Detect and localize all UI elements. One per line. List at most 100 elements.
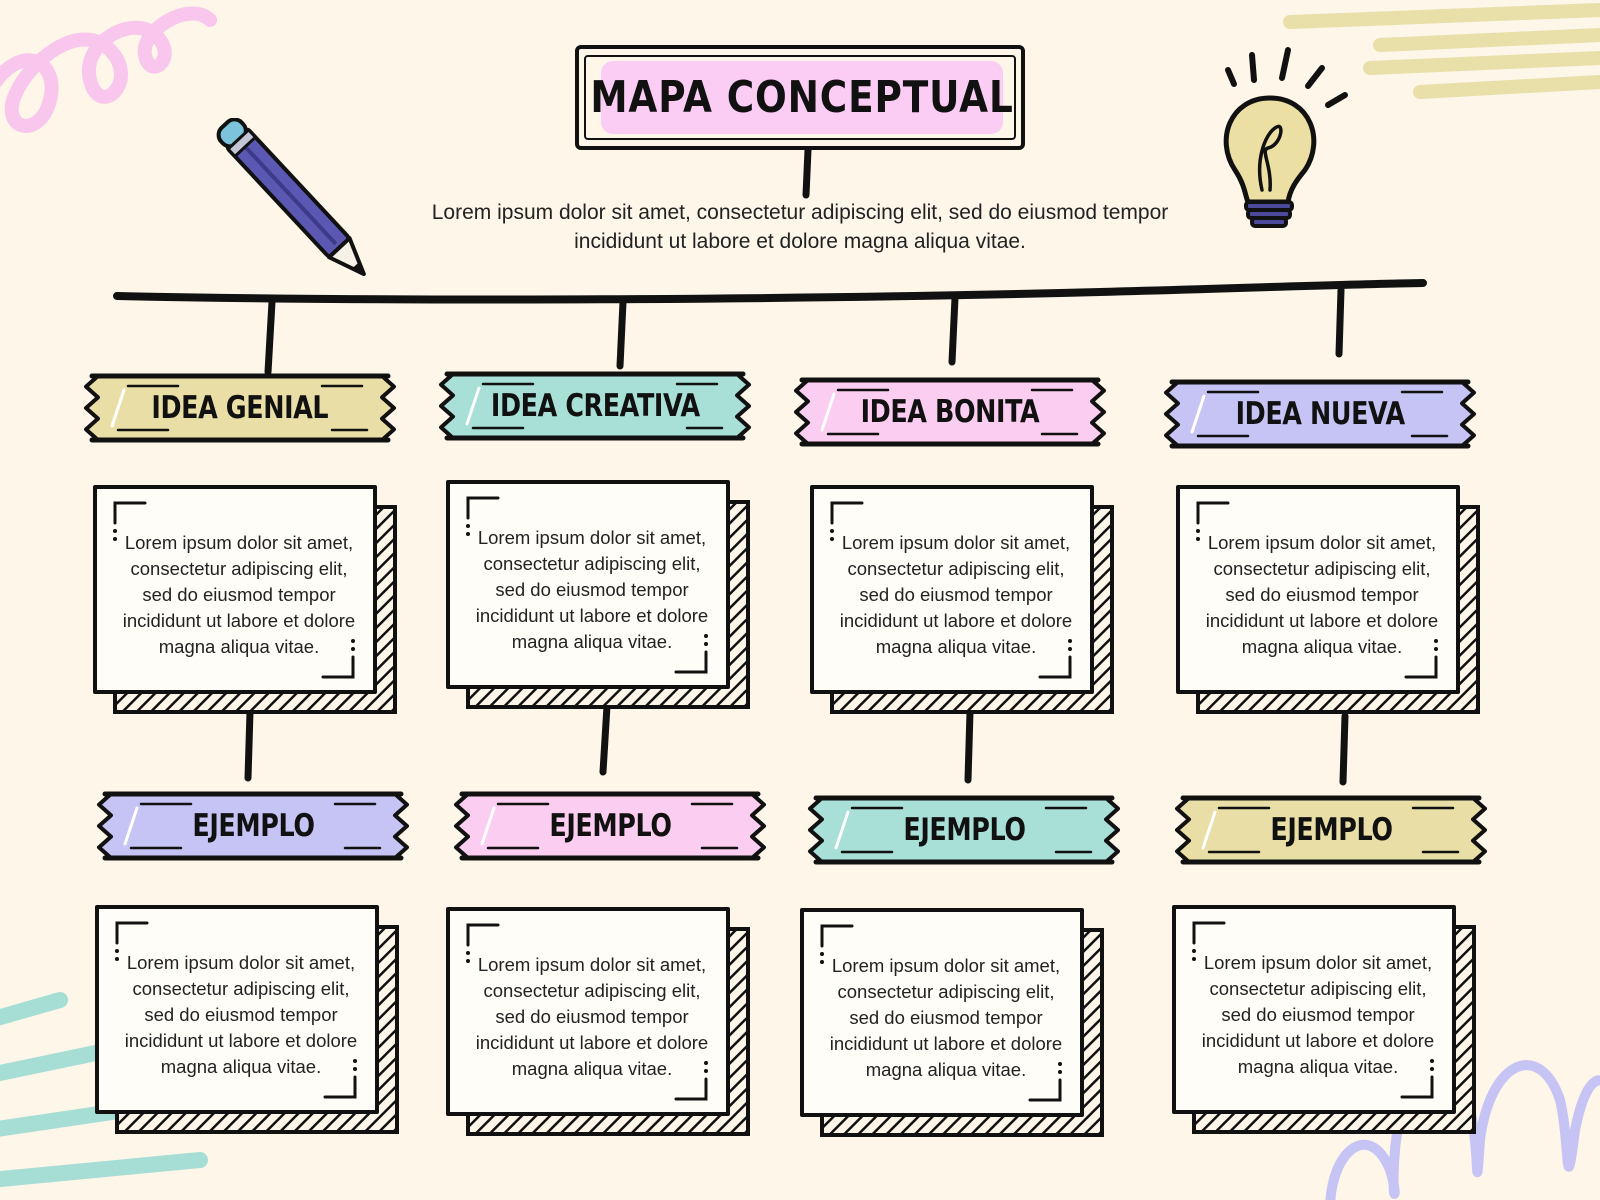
card-dot — [1196, 529, 1200, 533]
banner-zigzag — [794, 378, 810, 446]
card-frame — [95, 905, 399, 1134]
example-banner-3: Ejemplo — [806, 790, 1122, 870]
card-dot — [1434, 639, 1438, 643]
card-dot — [820, 960, 824, 964]
banner-shape — [1175, 795, 1487, 865]
idea-card-1: Lorem ipsum dolor sit amet, consectetur … — [93, 485, 398, 715]
banner-fill — [86, 376, 394, 440]
example-banner-1: Ejemplo — [95, 786, 411, 866]
example-card-text-2: Lorem ipsum dolor sit amet, consectetur … — [475, 954, 709, 1079]
idea-label-4: Idea nueva — [1235, 396, 1405, 432]
card-corner — [1400, 1075, 1434, 1099]
card-dot — [351, 639, 355, 643]
banner-zigzag — [84, 374, 100, 442]
card-corner — [1038, 655, 1072, 679]
card-dot — [113, 537, 117, 541]
idea-card-text-2: Lorem ipsum dolor sit amet, consectetur … — [475, 527, 709, 652]
banner-shape — [454, 791, 766, 861]
card-frame — [810, 485, 1114, 714]
example-label-4: Ejemplo — [1269, 812, 1393, 848]
card-face — [446, 907, 730, 1116]
idea-banner-4: Idea nueva — [1162, 374, 1478, 454]
example-card-4: Lorem ipsum dolor sit amet, consectetur … — [1172, 905, 1477, 1135]
card-corner — [115, 921, 149, 945]
example-banner-4: Ejemplo — [1173, 790, 1489, 870]
card-corner — [1028, 1078, 1062, 1102]
card-dot — [1192, 949, 1196, 953]
card-dot — [466, 532, 470, 536]
banner-zigzag — [393, 792, 409, 860]
banner-zigzag — [1104, 796, 1120, 864]
card-dot — [1430, 1059, 1434, 1063]
banner-shine — [123, 806, 139, 846]
card-dot — [1068, 639, 1072, 643]
card-dot — [1058, 1062, 1062, 1066]
banner-zigzag — [454, 792, 470, 860]
idea-card-3: Lorem ipsum dolor sit amet, consectetur … — [810, 485, 1115, 715]
banner-zigzag — [1175, 796, 1191, 864]
card-dot — [466, 524, 470, 528]
banner-shape — [1164, 379, 1476, 449]
page-title: Mapa conceptual — [590, 72, 1014, 123]
card-dot — [113, 529, 117, 533]
banner-zigzag — [808, 796, 824, 864]
banner-zigzag — [1090, 378, 1106, 446]
banner-fill — [796, 380, 1104, 444]
card-dot — [351, 647, 355, 651]
card-dot — [466, 959, 470, 963]
banner-shine — [465, 386, 481, 426]
example-card-text-4: Lorem ipsum dolor sit amet, consectetur … — [1201, 952, 1435, 1077]
card-corner — [323, 1075, 357, 1099]
card-dot — [830, 537, 834, 541]
example-drop-lines — [244, 702, 1349, 786]
idea-label-1: Idea genial — [151, 390, 329, 426]
card-corner — [113, 501, 147, 525]
card-dot — [115, 949, 119, 953]
banner-shine — [1201, 810, 1217, 850]
card-dot — [704, 1061, 708, 1065]
card-dot — [1058, 1070, 1062, 1074]
example-label-3: Ejemplo — [902, 812, 1026, 848]
example-card-text-1: Lorem ipsum dolor sit amet, consectetur … — [124, 952, 358, 1077]
idea-label-2: Idea creativa — [490, 388, 700, 424]
card-dot — [115, 957, 119, 961]
banner-shape — [439, 371, 751, 441]
banner-zigzag — [735, 372, 751, 440]
card-face — [95, 905, 379, 1114]
card-face — [1172, 905, 1456, 1114]
title-box: Mapa conceptual — [575, 45, 1025, 150]
example-card-3: Lorem ipsum dolor sit amet, consectetur … — [800, 908, 1105, 1138]
banner-shine — [834, 810, 850, 850]
card-corner — [466, 496, 500, 520]
idea-card-2: Lorem ipsum dolor sit amet, consectetur … — [446, 480, 751, 710]
banner-zigzag — [1164, 380, 1180, 448]
card-corner — [820, 924, 854, 948]
banner-shine — [1190, 394, 1206, 434]
idea-banner-2: Idea creativa — [437, 366, 753, 446]
idea-card-text-1: Lorem ipsum dolor sit amet, consectetur … — [122, 532, 356, 657]
card-dot — [1192, 957, 1196, 961]
banner-fill — [441, 374, 749, 438]
card-dot — [353, 1059, 357, 1063]
banner-zigzag — [1460, 380, 1476, 448]
banner-shine — [820, 392, 836, 432]
card-corner — [674, 650, 708, 674]
card-dot — [704, 642, 708, 646]
card-corner — [321, 655, 355, 679]
card-dot — [1196, 537, 1200, 541]
example-card-1: Lorem ipsum dolor sit amet, consectetur … — [95, 905, 400, 1135]
card-corner — [1404, 655, 1438, 679]
card-face — [1176, 485, 1460, 694]
banner-shape — [84, 373, 396, 443]
card-face — [93, 485, 377, 694]
idea-banner-3: Idea bonita — [792, 372, 1108, 452]
card-dot — [1434, 647, 1438, 651]
idea-card-text-3: Lorem ipsum dolor sit amet, consectetur … — [839, 532, 1073, 657]
card-frame — [93, 485, 397, 714]
banner-fill — [456, 794, 764, 858]
example-label-2: Ejemplo — [548, 808, 672, 844]
banner-shine — [480, 806, 496, 846]
idea-card-4: Lorem ipsum dolor sit amet, consectetur … — [1176, 485, 1481, 715]
banner-shape — [97, 791, 409, 861]
